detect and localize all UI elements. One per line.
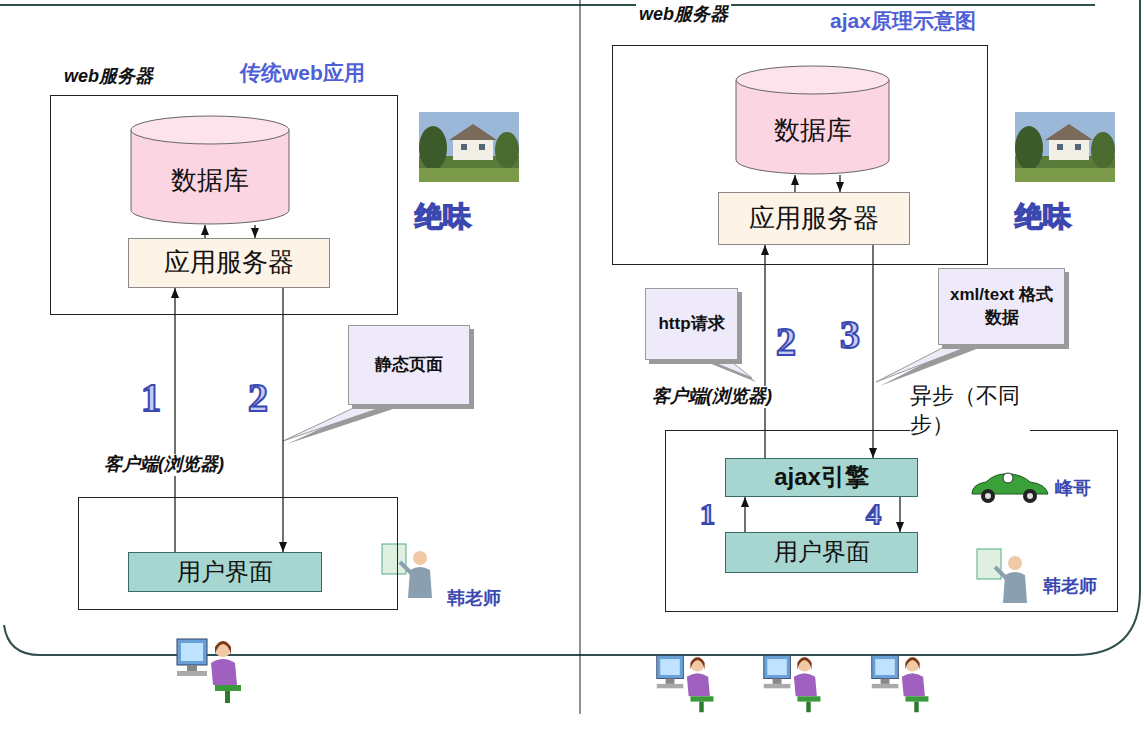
callout-pointer: [705, 359, 752, 378]
frame-heading: 客户端(浏览器): [649, 386, 775, 408]
house-picture: [419, 112, 519, 182]
node-label: ajax引擎: [774, 463, 869, 492]
divider: [580, 0, 581, 714]
callout-box: 静态页面: [348, 325, 470, 405]
car-icon: [972, 473, 1048, 503]
user-icon: [657, 656, 714, 713]
node-label: 数据库: [171, 165, 249, 196]
ui-box: 用户界面: [128, 552, 322, 592]
callout-number: 1: [700, 499, 715, 529]
cylinder-top: [736, 66, 889, 94]
node-label: 数据库: [774, 115, 852, 146]
user-icon: [177, 639, 241, 703]
ui-box: 用户界面: [725, 532, 918, 573]
flow-arrow: [839, 175, 840, 192]
callout-box: http请求: [645, 288, 738, 360]
callout-text: xml/text 格式数据: [947, 284, 1056, 328]
user-icon: [872, 656, 929, 713]
callout-shadow: [880, 348, 979, 386]
brand-name: 绝味: [415, 200, 471, 234]
callout-text: 静态页面: [375, 354, 443, 376]
person-name: 韩老师: [1043, 576, 1097, 598]
app-server-box: 应用服务器: [718, 192, 910, 245]
teacher-icon: [382, 544, 432, 598]
node-label: 应用服务器: [749, 203, 879, 234]
cylinder-top: [131, 116, 289, 144]
frame-heading: web服务器: [61, 66, 156, 88]
callout-number: 2: [248, 378, 268, 418]
frame-heading: 客户端(浏览器): [101, 454, 227, 476]
app-server-box: 应用服务器: [128, 238, 330, 288]
database-cylinder: 数据库: [735, 65, 890, 175]
flow-arrow: [794, 175, 795, 192]
person-name: 峰哥: [1055, 478, 1091, 500]
ajax-engine-box: ajax引擎: [725, 458, 918, 497]
callout-number: 3: [840, 315, 860, 355]
note-text: 异步（不同步）: [910, 382, 1030, 439]
node-label: 应用服务器: [164, 247, 294, 278]
flow-arrow: [764, 245, 765, 458]
side-title: 传统web应用: [240, 60, 365, 85]
callout-number: 4: [866, 499, 881, 529]
brand-name: 绝味: [1015, 200, 1071, 234]
flow-arrow: [174, 288, 175, 552]
frame-top: [0, 4, 1095, 6]
flow-arrow: [282, 288, 283, 552]
database-cylinder: 数据库: [130, 115, 290, 225]
house-picture: [1015, 112, 1115, 182]
callout-pointer: [876, 344, 975, 382]
server-frame: web服务器数据库应用服务器: [50, 95, 398, 315]
callout-number: 1: [141, 378, 161, 418]
flow-arrow: [744, 497, 745, 532]
flow-arrow: [872, 245, 873, 458]
node-label: 用户界面: [177, 558, 273, 587]
frame-heading: web服务器: [636, 4, 731, 26]
user-icon: [764, 656, 821, 713]
callout-pointer: [283, 404, 392, 441]
callout-box: xml/text 格式数据: [938, 268, 1065, 345]
flow-arrow: [254, 225, 255, 238]
client-frame: 客户端(浏览器)用户界面: [78, 497, 398, 610]
node-label: 用户界面: [774, 538, 870, 567]
teacher-icon: [977, 549, 1027, 603]
flow-arrow: [204, 225, 205, 238]
frame-border: [4, 0, 1140, 655]
callout-text: http请求: [658, 313, 724, 335]
server-frame: web服务器数据库应用服务器: [612, 45, 988, 265]
callout-number: 2: [776, 322, 796, 362]
flow-arrow: [899, 497, 900, 532]
person-name: 韩老师: [447, 588, 501, 610]
side-title: ajax原理示意图: [830, 8, 976, 33]
